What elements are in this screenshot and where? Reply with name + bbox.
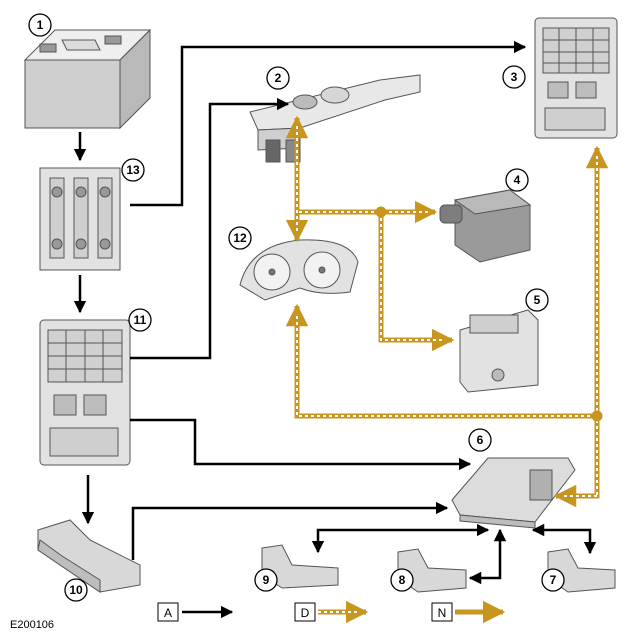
sensor-10-icon [37,519,141,593]
svg-text:7: 7 [550,573,557,587]
megafuse-icon [39,167,121,271]
can-bus-connections [285,115,609,508]
svg-text:6: 6 [477,433,484,447]
instrument-cluster-icon [239,239,359,301]
legend-d: D [294,600,369,624]
can-junction-right [591,410,603,422]
callout-7: 7 [541,568,565,592]
svg-text:N: N [438,606,447,620]
svg-text:A: A [164,606,172,620]
fuse-box-left-icon [39,319,131,466]
figure-id: E200106 [10,619,54,631]
callout-13: 13 [121,158,145,182]
svg-text:8: 8 [399,573,406,587]
svg-text:2: 2 [275,71,282,85]
svg-text:4: 4 [514,173,521,187]
callout-6: 6 [468,428,492,452]
callout-4: 4 [505,168,529,192]
legend-n: N [431,600,506,624]
svg-text:10: 10 [69,583,83,597]
callout-5: 5 [525,288,549,312]
svg-text:5: 5 [534,293,541,307]
battery-icon [23,28,152,130]
callout-8: 8 [390,568,414,592]
callout-9: 9 [254,568,278,592]
svg-text:3: 3 [511,70,518,84]
fuse-box-right-icon [534,17,618,139]
callout-3: 3 [502,65,526,89]
control-module-icon [451,457,576,529]
callout-1: 1 [28,13,52,37]
hardwired-connections [73,40,597,585]
legend: A D N [157,600,506,624]
abs-module-icon [439,189,532,263]
svg-text:11: 11 [134,313,147,327]
legend-a: A [157,602,234,622]
svg-text:1: 1 [37,18,44,32]
svg-text:13: 13 [126,163,140,177]
callout-2: 2 [266,66,290,90]
ecm-icon [459,309,539,393]
callout-12: 12 [228,226,252,250]
svg-text:12: 12 [233,231,247,245]
svg-text:D: D [301,606,310,620]
callout-11: 11 [128,308,152,332]
callout-10: 10 [64,578,88,602]
can-junction-top [375,206,387,218]
svg-text:9: 9 [263,573,270,587]
